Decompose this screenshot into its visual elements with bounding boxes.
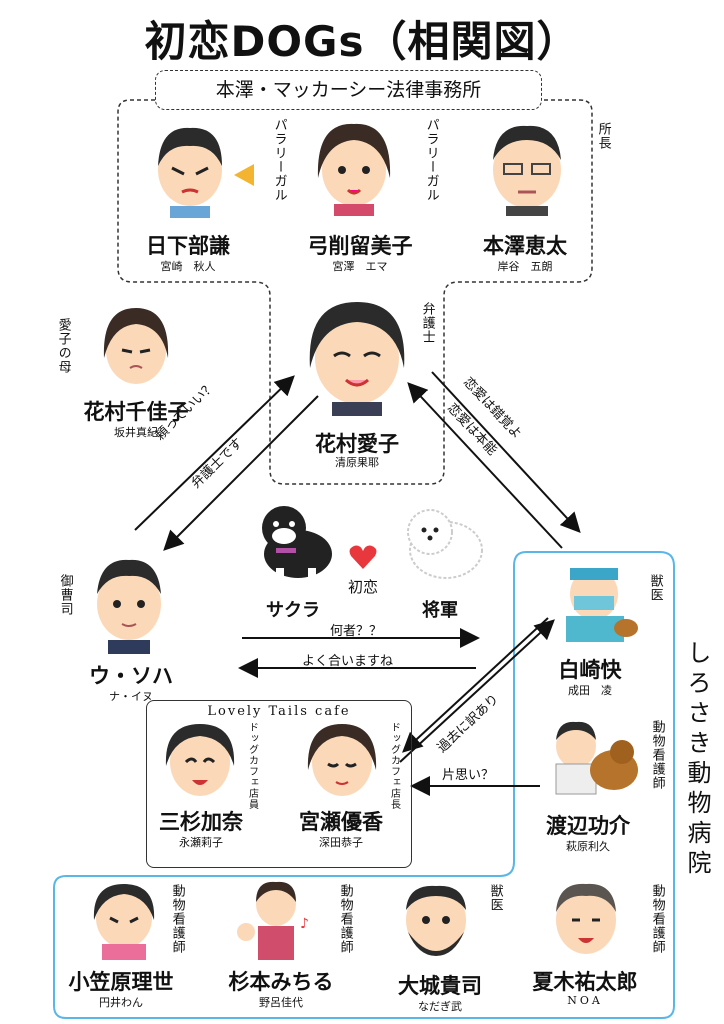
honzawa-actor: 岸谷 五朗	[497, 260, 553, 273]
natsuki-actor: NOA	[567, 994, 603, 1007]
sugimoto-name: 杉本みちる	[228, 969, 334, 994]
chikako-actor: 坂井真紀	[114, 426, 158, 439]
sakura-name: サクラ	[266, 600, 320, 621]
honzawa-avatar	[493, 125, 561, 216]
relation-kataomoi: 片思い？	[442, 768, 495, 783]
watanabe-role: 動物看護師	[649, 720, 665, 790]
yuge-actor: 宮澤 エマ	[332, 260, 388, 273]
honzawa-name: 本澤恵太	[483, 233, 567, 258]
sakura-dog-icon	[262, 506, 332, 584]
arrow-aiko-to-sohha	[163, 395, 319, 551]
chikako-name: 花村千佳子	[83, 399, 189, 424]
arrow-aiko-to-shirosaki	[431, 371, 581, 533]
oshiro-name: 大城貴司	[398, 973, 482, 998]
miyase-name: 宮瀬優香	[299, 809, 383, 834]
sohha-actor: ナ・イヌ	[109, 690, 153, 703]
relation-nanimono: 何者？？	[330, 624, 383, 639]
misugi-role: ドッグカフェ店員	[246, 722, 258, 810]
arrow-miyase-to-shirosaki	[399, 619, 555, 763]
misugi-avatar	[165, 724, 235, 796]
aiko-actor: 清原果耶	[335, 456, 379, 469]
misugi-actor: 永瀬莉子	[179, 836, 223, 849]
shirosaki-actor: 成田 凌	[568, 684, 612, 697]
cafe-group-box	[146, 700, 412, 868]
natsuki-role: 動物看護師	[649, 884, 665, 954]
shogun-name: 将軍	[422, 600, 458, 621]
ogasawara-avatar	[93, 884, 155, 960]
yuge-role: パラリーガル	[423, 118, 439, 202]
sugimoto-avatar: ♪	[237, 881, 309, 960]
misugi-name: 三杉加奈	[159, 809, 243, 834]
kusakabe-name: 日下部謙	[146, 233, 230, 258]
oshiro-avatar	[406, 885, 466, 956]
oshiro-actor: なだぎ武	[418, 1000, 462, 1013]
yuge-name: 弓削留美子	[307, 233, 413, 258]
arrow-sohha-to-aiko	[134, 375, 295, 531]
miyase-role: ドッグカフェ店長	[388, 722, 400, 810]
sohha-name: ウ・ソハ	[89, 663, 173, 688]
miyase-avatar	[307, 724, 377, 796]
sugimoto-actor: 野呂佳代	[259, 996, 303, 1009]
miyase-actor: 深田恭子	[319, 836, 363, 849]
shout-icon	[234, 164, 254, 186]
hospital-label: しろさき動物病院	[683, 640, 711, 880]
cafe-label: Lovely Tails cafe	[207, 704, 351, 719]
ogasawara-role: 動物看護師	[169, 884, 185, 954]
sugimoto-role: 動物看護師	[337, 884, 353, 954]
aiko-name: 花村愛子	[315, 431, 399, 456]
chikako-role: 愛子の母	[55, 318, 71, 374]
yuge-avatar	[317, 123, 391, 216]
kusakabe-avatar	[158, 127, 222, 218]
shirosaki-role: 獣医	[647, 574, 663, 602]
kusakabe-role: パラリーガル	[271, 118, 287, 202]
heart-icon	[349, 545, 377, 569]
dog-relation-label: 初恋	[347, 578, 378, 596]
aiko-avatar	[309, 302, 405, 416]
arrow-shirosaki-to-miyase	[402, 617, 549, 753]
aiko-role: 弁護士	[419, 302, 435, 344]
oshiro-role: 獣医	[487, 884, 503, 912]
shogun-dog-icon	[407, 509, 483, 579]
relation-yokuai: よく合いますね	[302, 654, 394, 669]
ogasawara-actor: 円井わん	[99, 996, 143, 1009]
honzawa-role: 所長	[595, 122, 611, 150]
arrow-shirosaki-to-aiko	[407, 382, 563, 549]
kusakabe-actor: 宮崎 秋人	[160, 260, 216, 273]
natsuki-avatar	[556, 883, 616, 954]
ogasawara-name: 小笠原理世	[68, 969, 174, 994]
sohha-avatar	[97, 559, 161, 654]
hospital-group-outline	[53, 551, 675, 1019]
shirosaki-avatar	[566, 568, 638, 642]
firm-label: 本澤・マッカーシー法律事務所	[155, 70, 542, 110]
watanabe-actor: 萩原利久	[566, 840, 610, 853]
firm-group-outline	[117, 99, 593, 485]
watanabe-name: 渡辺功介	[546, 813, 630, 838]
natsuki-name: 夏木祐太郎	[532, 969, 638, 994]
watanabe-avatar	[555, 721, 638, 795]
chikako-avatar	[103, 308, 169, 384]
sohha-role: 御曹司	[57, 574, 73, 616]
page-title: 初恋DOGs（相関図）	[144, 17, 580, 66]
svg-text:♪: ♪	[300, 916, 309, 932]
shirosaki-name: 白崎快	[558, 657, 622, 682]
